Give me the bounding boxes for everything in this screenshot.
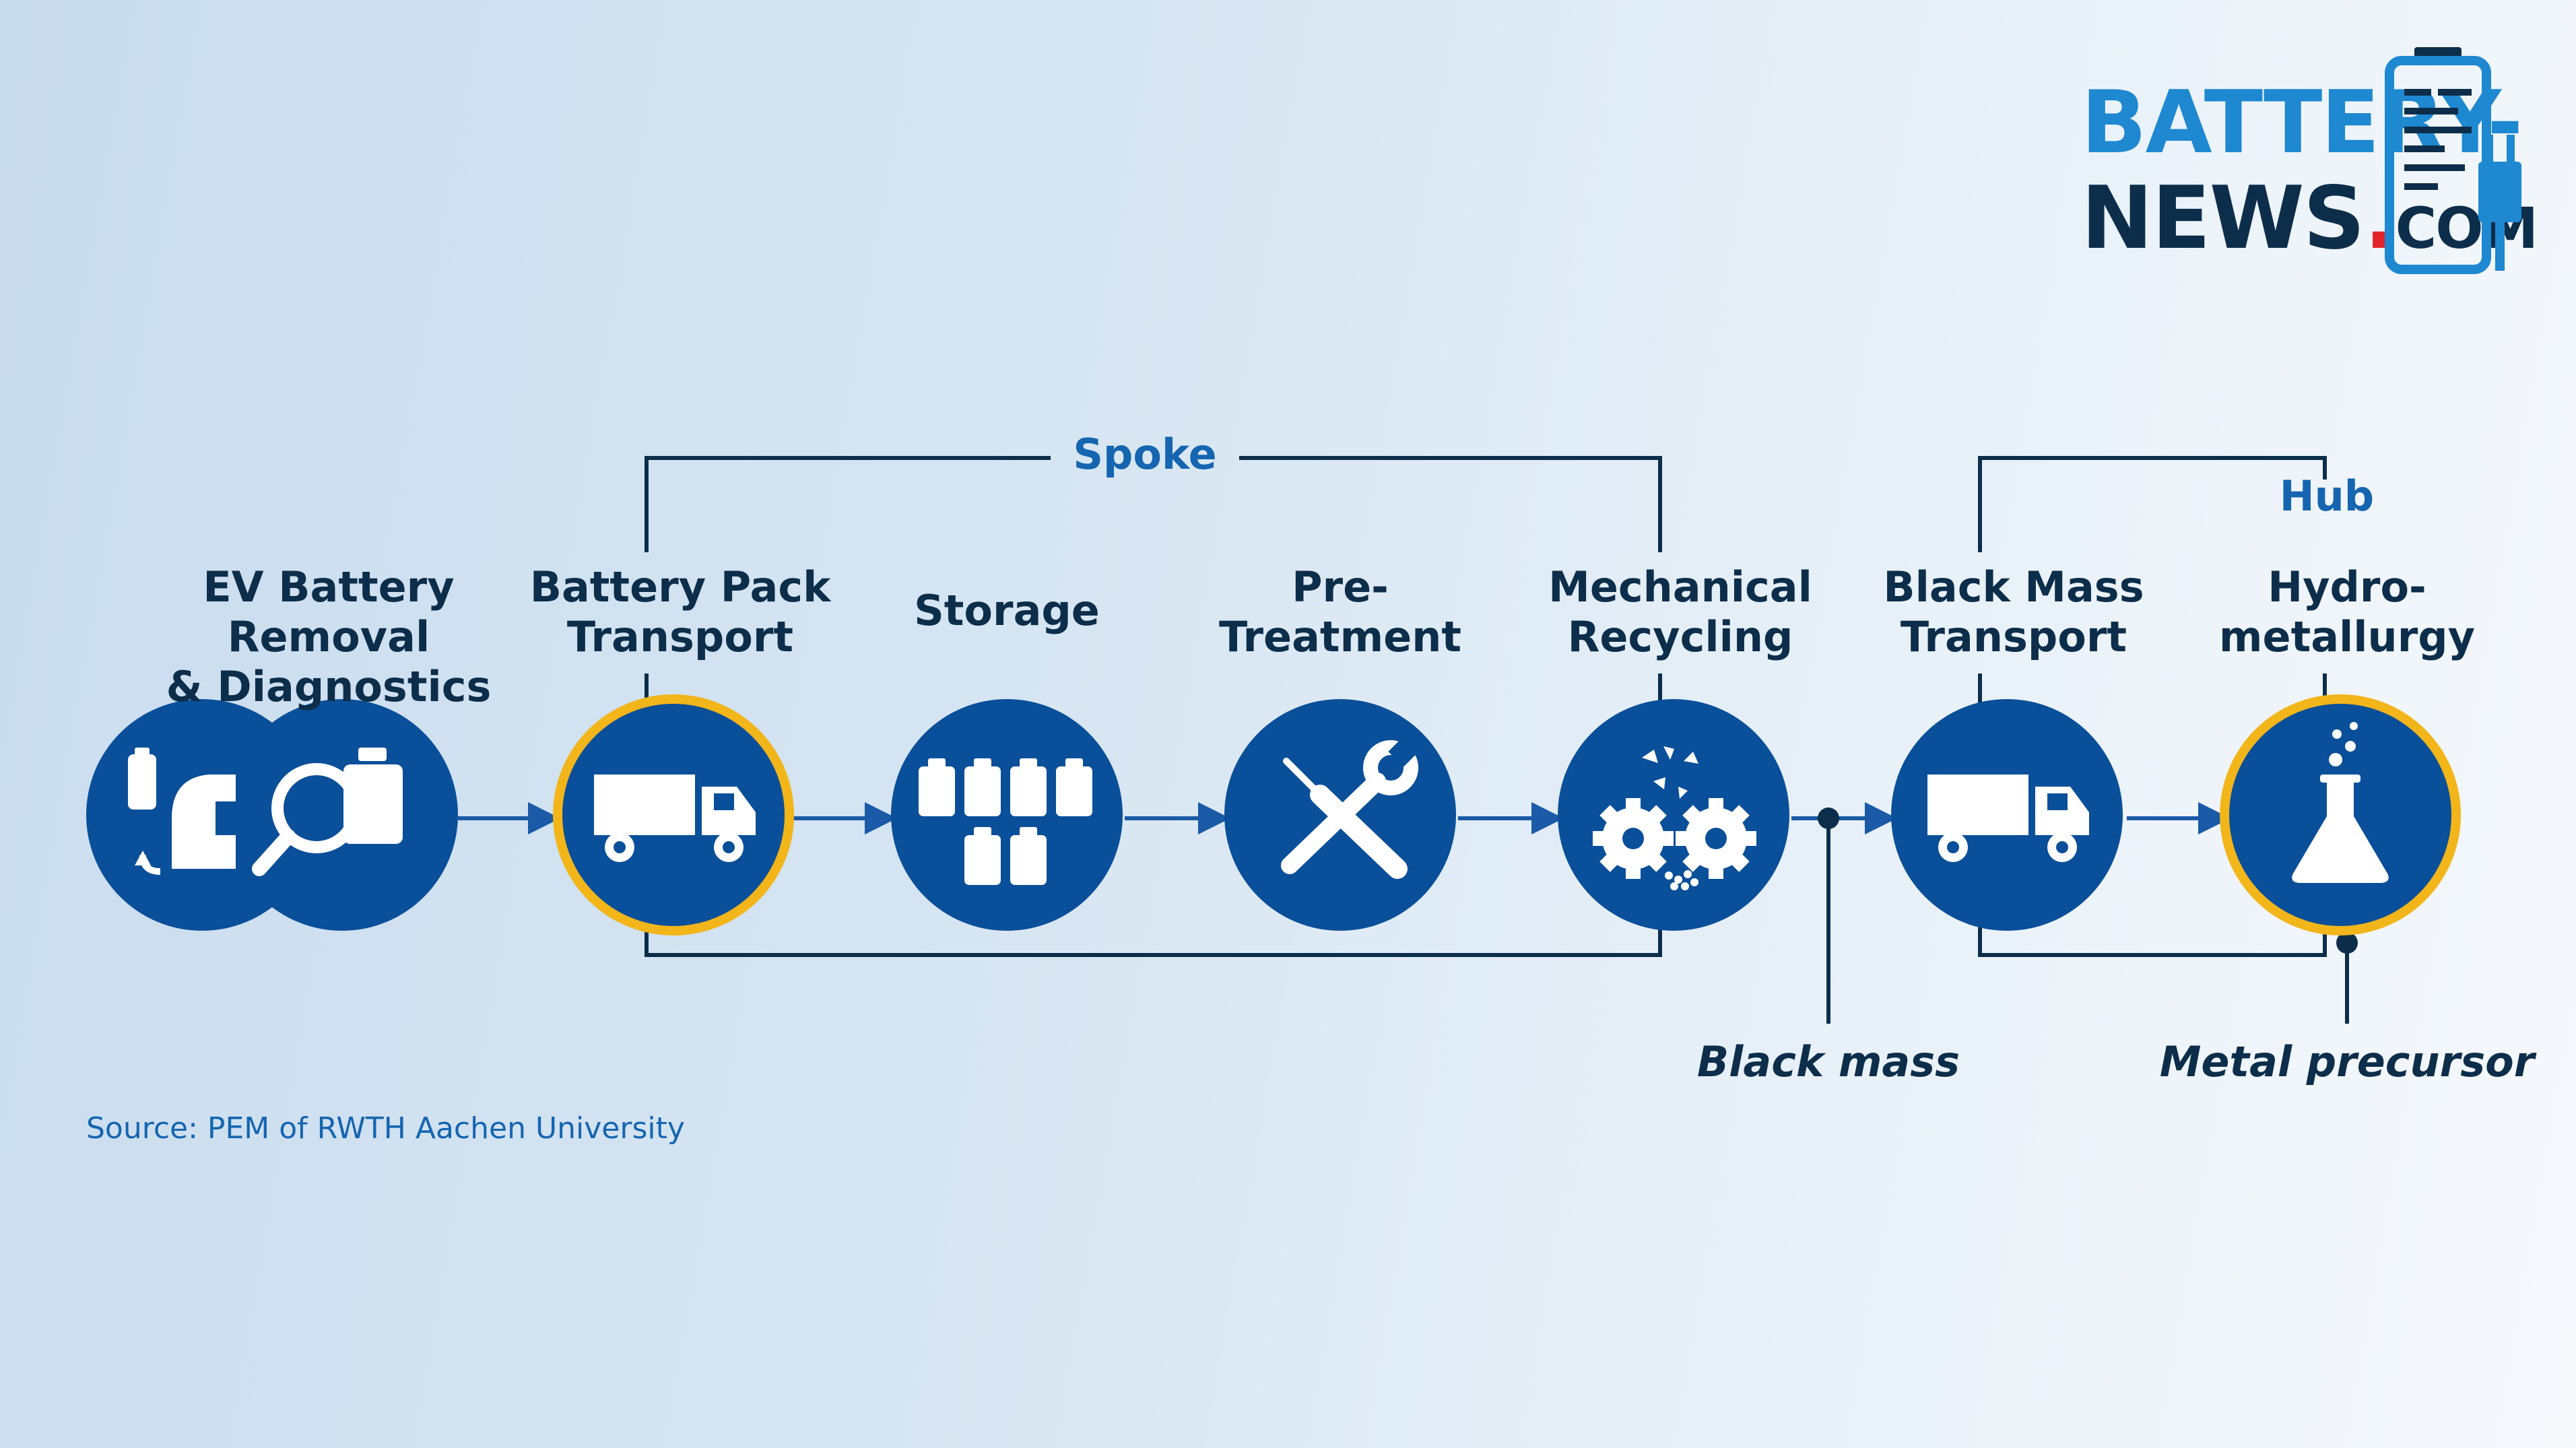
step-5-label: Mechanical Recycling bbox=[1548, 562, 1812, 661]
metal-precursor-label: Metal precursor bbox=[2159, 1037, 2535, 1086]
truck-icon bbox=[594, 775, 756, 862]
black-mass-node bbox=[1818, 808, 1839, 829]
hub-label: Hub bbox=[2279, 471, 2375, 521]
truck-icon bbox=[1927, 775, 2089, 862]
battery-plug-icon bbox=[2385, 47, 2521, 274]
spoke-bracket bbox=[645, 456, 1662, 957]
spoke-label: Spoke bbox=[1073, 430, 1217, 479]
step-1-node bbox=[86, 699, 458, 931]
gears-icon bbox=[1593, 746, 1756, 890]
step-6-label: Black Mass Transport bbox=[1883, 562, 2144, 661]
source-note: Source: PEM of RWTH Aachen University bbox=[86, 1111, 685, 1146]
flask-icon bbox=[2292, 722, 2389, 883]
step-7-node bbox=[2220, 694, 2461, 935]
step-2-label: Battery Pack Transport bbox=[529, 562, 831, 661]
output-pins bbox=[1818, 808, 2358, 1024]
step-4-node bbox=[1224, 699, 1456, 931]
step-3-node bbox=[891, 699, 1123, 931]
step-3-label: Storage bbox=[914, 586, 1100, 635]
step-5-node bbox=[1558, 699, 1789, 931]
metal-precursor-node bbox=[2336, 932, 2358, 954]
step-6-node bbox=[1891, 699, 2123, 931]
black-mass-label: Black mass bbox=[1696, 1037, 1960, 1086]
tools-icon bbox=[1281, 740, 1418, 879]
logo-news: NEWS bbox=[2081, 168, 2365, 269]
step-7-label: Hydro- metallurgy bbox=[2218, 562, 2476, 661]
step-2-node bbox=[553, 694, 794, 935]
step-4-label: Pre- Treatment bbox=[1218, 562, 1461, 661]
battery-removal-diagnostics-icon bbox=[128, 748, 403, 876]
step-1-label: EV Battery Removal & Diagnostics bbox=[166, 562, 492, 711]
battery-storage-icon bbox=[919, 758, 1092, 885]
